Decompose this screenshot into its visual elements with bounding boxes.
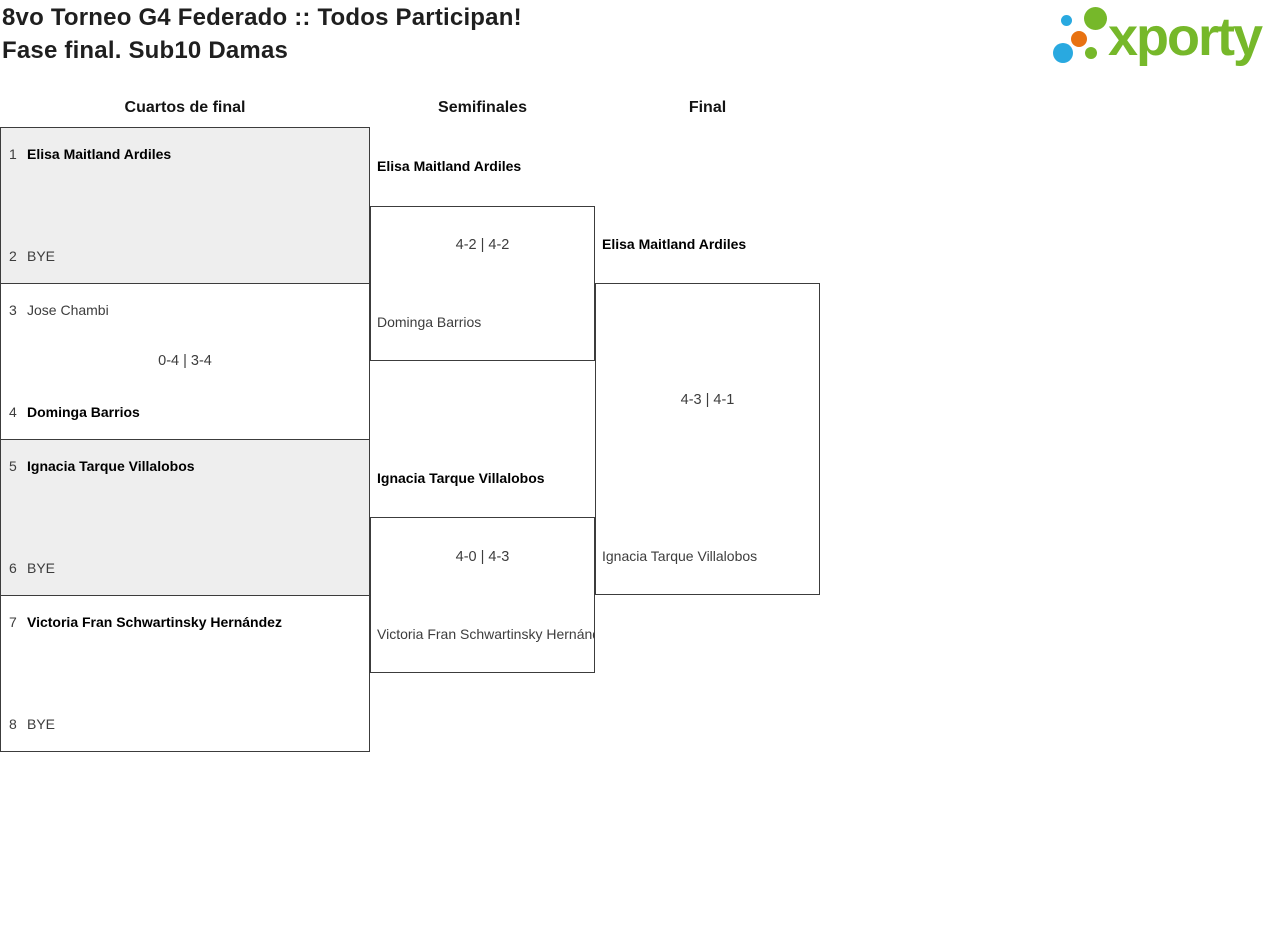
- logo-dot-blue-small-icon: [1061, 15, 1072, 26]
- xporty-logo[interactable]: xporty: [1048, 5, 1274, 69]
- player-row: 6 BYE: [9, 560, 363, 577]
- match-score: [1, 509, 369, 526]
- sf1-match-score: 4-2 | 4-2: [455, 237, 510, 253]
- player-name: Dominga Barrios: [27, 404, 140, 420]
- player-name: Victoria Fran Schwartinsky Hernández: [27, 614, 282, 630]
- round-header-final: Final: [688, 99, 727, 116]
- final-top-player-label: Elisa Maitland Ardiles: [602, 236, 747, 252]
- player-seed: 4: [9, 404, 17, 420]
- logo-wordmark: xporty: [1108, 7, 1263, 67]
- player-row: 8 BYE: [9, 716, 363, 733]
- player-seed: 8: [9, 716, 17, 732]
- player-seed: 2: [9, 248, 17, 264]
- match-score: 0-4 | 3-4: [158, 353, 212, 369]
- qf-match-1-box: 1 Elisa Maitland Ardiles 2 BYE: [0, 127, 370, 284]
- match-score: [1, 665, 369, 682]
- qf-match-2-box: 3 Jose Chambi 0-4 | 3-4 4 Dominga Barrio…: [0, 283, 370, 440]
- sf1-top-player-label: Elisa Maitland Ardiles: [377, 158, 522, 174]
- qf-match-3-box: 5 Ignacia Tarque Villalobos 6 BYE: [0, 439, 370, 596]
- sf1-bottom-player-label: Dominga Barrios: [377, 314, 482, 330]
- sf2-top-player-label: Ignacia Tarque Villalobos: [377, 470, 545, 486]
- title-line-tournament: 8vo Torneo G4 Federado :: Todos Particip…: [2, 4, 522, 31]
- player-row: 4 Dominga Barrios: [9, 404, 363, 421]
- player-seed: 3: [9, 302, 17, 318]
- player-seed: 1: [9, 146, 17, 162]
- player-seed: 6: [9, 560, 17, 576]
- round-header-cuartos: Cuartos de final: [124, 99, 246, 116]
- final-bottom-player-label: Ignacia Tarque Villalobos: [602, 548, 758, 564]
- logo-dot-green-small-icon: [1085, 47, 1097, 59]
- player-name: BYE: [27, 248, 56, 264]
- round-header-semifinales: Semifinales: [438, 99, 527, 116]
- player-name: BYE: [27, 560, 56, 576]
- sf2-bottom-player-label: Victoria Fran Schwartinsky Hernández: [377, 626, 594, 642]
- player-row: 2 BYE: [9, 248, 363, 265]
- player-seed: 5: [9, 458, 17, 474]
- player-row: 7 Victoria Fran Schwartinsky Hernández: [9, 614, 363, 631]
- player-row: 1 Elisa Maitland Ardiles: [9, 146, 363, 163]
- sf-match-1-box: [370, 206, 595, 361]
- sf2-match-score: 4-0 | 4-3: [455, 549, 510, 565]
- final-match-box: [595, 283, 820, 595]
- player-name: Ignacia Tarque Villalobos: [27, 458, 195, 474]
- title-line-phase: Fase final. Sub10 Damas: [2, 37, 289, 64]
- final-match-score: 4-3 | 4-1: [680, 392, 735, 408]
- sf-match-2-box: [370, 517, 595, 673]
- player-name: Jose Chambi: [27, 302, 109, 318]
- player-seed: 7: [9, 614, 17, 630]
- page-title: 8vo Torneo G4 Federado :: Todos Particip…: [2, 1, 522, 67]
- qf-match-4-box: 7 Victoria Fran Schwartinsky Hernández 8…: [0, 595, 370, 752]
- player-row: 3 Jose Chambi: [9, 302, 363, 319]
- player-name: Elisa Maitland Ardiles: [27, 146, 172, 162]
- logo-dot-blue-large-icon: [1053, 43, 1073, 63]
- logo-dot-green-large-icon: [1084, 7, 1107, 30]
- player-row: 5 Ignacia Tarque Villalobos: [9, 458, 363, 475]
- logo-dot-orange-icon: [1071, 31, 1087, 47]
- match-score: [1, 197, 369, 214]
- player-name: BYE: [27, 716, 56, 732]
